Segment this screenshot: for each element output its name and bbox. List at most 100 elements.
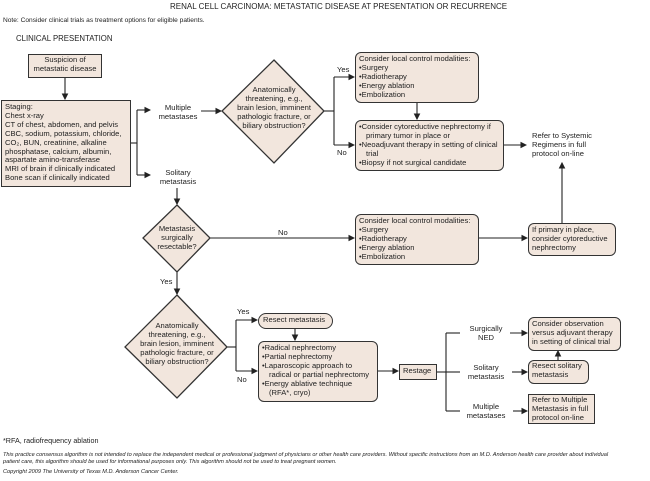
decision-diamond-threatening-1 [221, 59, 325, 164]
text-line: Metastasis [158, 224, 196, 233]
text-line: Consider observation [532, 319, 604, 328]
suspicion-box: Suspicion of metastatic disease [28, 54, 102, 78]
label-line: metastases [466, 410, 506, 420]
list-item: Neoadjuvant therapy in setting of clinic… [359, 140, 500, 159]
box-heading: Consider local control modalities: [359, 216, 471, 225]
list-item: Energy ablation [359, 243, 475, 253]
staging-line: Staging: [5, 102, 33, 111]
label-line: Solitary [473, 363, 499, 372]
text-line: Resect solitary [532, 361, 582, 370]
list-item: Biopsy if not surgical candidate [359, 158, 500, 168]
text-line: Anatomically [155, 321, 199, 330]
decision-diamond-threatening-2 [124, 294, 228, 399]
cytoreductive-box: Consider cytoreductive nephrectomy if pr… [355, 120, 504, 171]
yes-label: Yes [337, 65, 350, 74]
resect-metastasis-box: Resect metastasis [258, 313, 333, 329]
footnote: *RFA, radiofrequency ablation [3, 436, 99, 445]
list-item: Embolization [359, 252, 475, 262]
label-line: Multiple [472, 402, 500, 411]
restage-box: Restage [399, 364, 437, 380]
note: Note: Consider clinical trials as treatm… [3, 17, 205, 24]
list-item: Energy ablative technique (RFA*, cryo) [262, 379, 374, 398]
text-line: consider cytoreductive [532, 233, 608, 243]
disclaimer-line: patient care, this algorithm should be u… [3, 459, 337, 465]
text-line: versus adjuvant therapy [532, 327, 613, 337]
no-label: No [237, 375, 247, 384]
label-line: Multiple [164, 103, 192, 112]
list-item: Laparoscopic approach to radical or part… [262, 361, 374, 380]
list-item: Surgery [359, 225, 475, 235]
no-label: No [337, 148, 347, 157]
list-item: Embolization [359, 90, 475, 100]
staging-line: phosphatase, calcium, albumin, [5, 146, 112, 156]
text-line: Refer to Multiple [532, 395, 588, 404]
section-heading: CLINICAL PRESENTATION [16, 34, 113, 43]
text-line: surgically [161, 232, 193, 242]
staging-line: CT of chest, abdomen, and pelvis [5, 119, 118, 129]
list-item: Radical nephrectomy [262, 343, 374, 353]
text-line: protocol on-line [532, 148, 584, 158]
no-label: No [278, 228, 288, 237]
label-line: metastasis [159, 176, 197, 186]
text-line: If primary in place, [532, 225, 595, 234]
text-line: Regimens in full [532, 139, 587, 149]
text-line: in setting of clinical trial [532, 336, 611, 346]
decision-diamond-resectable [142, 204, 211, 273]
label-line: Solitary [165, 168, 191, 177]
text-line: Metastasis in full [532, 403, 589, 413]
text-line: biliary obstruction? [242, 120, 306, 130]
text-line: brain lesion, imminent [237, 102, 311, 112]
staging-box: Staging: Chest x-ray CT of chest, abdome… [1, 100, 131, 187]
staging-line: Bone scan if clinically indicated [5, 173, 110, 183]
suspicion-line: Suspicion of [44, 55, 86, 64]
yes-label: Yes [160, 277, 173, 286]
box-heading: Consider local control modalities: [359, 54, 471, 63]
disclaimer-line: This practice consensus algorithm is not… [3, 452, 609, 458]
staging-line: CBC, sodium, potassium, chloride, [5, 128, 122, 138]
yes-label: Yes [237, 307, 250, 316]
label-line: NED [477, 332, 495, 342]
text-line: pathologic fracture, or [140, 347, 214, 357]
text-line: brain lesion, imminent [140, 338, 214, 348]
local-control-box-2: Consider local control modalities: Surge… [355, 214, 479, 265]
text-line: biliary obstruction? [145, 356, 209, 366]
list-item: Partial nephrectomy [262, 352, 374, 362]
text-line: threatening, e.g., [245, 93, 303, 103]
list-item: Surgery [359, 63, 475, 73]
text-line: Anatomically [252, 85, 296, 94]
text-line: Refer to Systemic [532, 131, 592, 140]
nephrectomy-options-box: Radical nephrectomyPartial nephrectomyLa… [258, 341, 378, 402]
suspicion-line: metastatic disease [33, 63, 97, 73]
page-title: RENAL CELL CARCINOMA: METASTATIC DISEASE… [170, 2, 508, 11]
list-item: Consider cytoreductive nephrectomy if pr… [359, 122, 500, 141]
local-control-box-1: Consider local control modalities: Surge… [355, 52, 479, 103]
text-line: pathologic fracture, or [237, 111, 311, 121]
list-item: Energy ablation [359, 81, 475, 91]
staging-line: Chest x-ray [5, 110, 44, 120]
staging-line: CO₂, BUN, creatinine, alkaline [5, 137, 107, 147]
text-line: resectable? [157, 241, 197, 251]
text-line: threatening, e.g., [148, 329, 206, 339]
staging-line: MRI of brain if clinically indicated [5, 164, 116, 174]
copyright: Copyright 2009 The University of Texas M… [3, 469, 179, 475]
list-item: Radiotherapy [359, 72, 475, 82]
label-line: metastases [158, 111, 198, 121]
list-item: Radiotherapy [359, 234, 475, 244]
staging-line: aspartate amino-transferase [5, 155, 100, 165]
label-line: Surgically [469, 324, 503, 333]
primary-in-place-box: If primary in place,consider cytoreducti… [528, 223, 616, 256]
